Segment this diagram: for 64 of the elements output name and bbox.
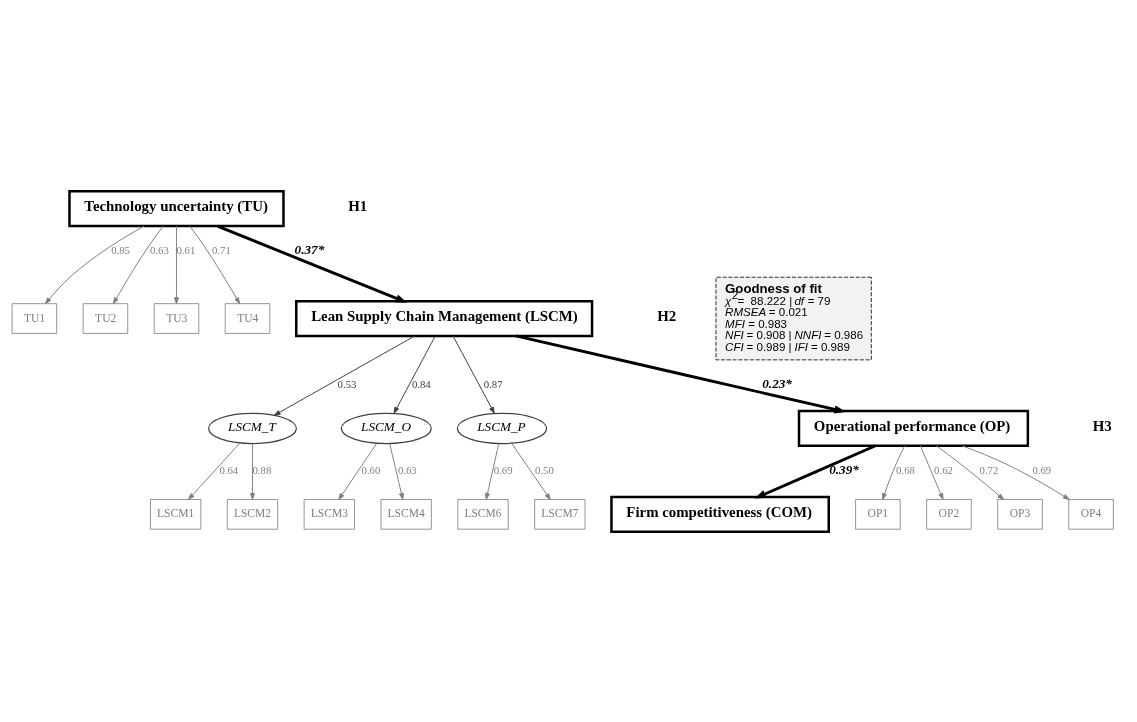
node-box: OP1 xyxy=(855,498,901,530)
node-box: Firm competitiveness (COM) xyxy=(610,495,830,533)
edge-label: 0.72 xyxy=(979,463,999,476)
node-box: OP4 xyxy=(1068,498,1114,530)
edge-label: 0.69 xyxy=(493,463,513,476)
arrow xyxy=(961,444,1070,500)
edge-label: 0.71 xyxy=(212,243,231,256)
arrow xyxy=(189,225,241,304)
edge-label: 0.63 xyxy=(397,463,417,476)
arrow xyxy=(249,442,255,500)
edge-label: 0.60 xyxy=(361,463,381,476)
arrow xyxy=(515,334,846,413)
label: H2 xyxy=(657,307,677,324)
arrow xyxy=(882,445,906,500)
node-ellipse: LSCM_P xyxy=(456,412,548,444)
edge-label: 0.87 xyxy=(483,377,503,390)
node-box: TU1 xyxy=(11,302,58,334)
edge-label: 0.37* xyxy=(294,241,325,257)
edge-label: 0.85 xyxy=(111,243,130,256)
node-box: TU2 xyxy=(82,302,129,334)
arrow xyxy=(273,334,416,416)
arrow xyxy=(173,225,179,304)
arrow xyxy=(919,444,944,500)
node-box: TU3 xyxy=(153,302,200,334)
node-box: LSCM6 xyxy=(457,498,509,530)
node-box: Operational performance (OP) xyxy=(797,409,1030,447)
label: H3 xyxy=(1092,417,1112,434)
arrow xyxy=(338,442,378,500)
arrow xyxy=(45,225,145,304)
edge-label: 0.63 xyxy=(150,243,169,256)
edge-label: 0.23* xyxy=(762,375,792,391)
edge-label: 0.50 xyxy=(535,463,554,476)
edge-label: 0.62 xyxy=(934,463,953,476)
edge-label: 0.84 xyxy=(411,377,431,390)
arrow xyxy=(485,442,500,500)
arrow xyxy=(216,224,408,303)
edge-label: 0.61 xyxy=(176,243,196,256)
arrow xyxy=(389,442,404,500)
arrow xyxy=(936,444,1005,500)
edge-label: 0.53 xyxy=(337,377,357,390)
node-box: OP3 xyxy=(997,498,1043,530)
node-ellipse: LSCM_O xyxy=(340,412,432,444)
arrow xyxy=(754,443,877,499)
edge-label: 0.64 xyxy=(219,463,239,476)
node-box: OP2 xyxy=(926,498,972,530)
edge-label: 0.68 xyxy=(896,463,915,476)
label: H1 xyxy=(348,197,368,214)
node-box: LSCM7 xyxy=(534,498,586,530)
node-ellipse: LSCM_T xyxy=(208,412,297,444)
node-box: Lean Supply Chain Management (LSCM) xyxy=(295,299,594,337)
node-box: LSCM3 xyxy=(303,498,355,530)
arrow xyxy=(112,225,164,304)
node-box: LSCM2 xyxy=(226,498,279,530)
node-box: Technology uncertainty (TU) xyxy=(68,189,285,227)
edge-label: 0.69 xyxy=(1032,463,1052,476)
node-box: LSCM1 xyxy=(150,498,202,530)
arrow xyxy=(393,335,436,414)
node-box: TU4 xyxy=(224,302,271,334)
edge-label: 0.39* xyxy=(829,461,859,477)
edge-label: 0.88 xyxy=(252,463,272,476)
arrow xyxy=(452,335,495,414)
node-box: LSCM4 xyxy=(380,498,432,530)
arrow xyxy=(511,442,551,500)
arrow xyxy=(188,442,241,500)
